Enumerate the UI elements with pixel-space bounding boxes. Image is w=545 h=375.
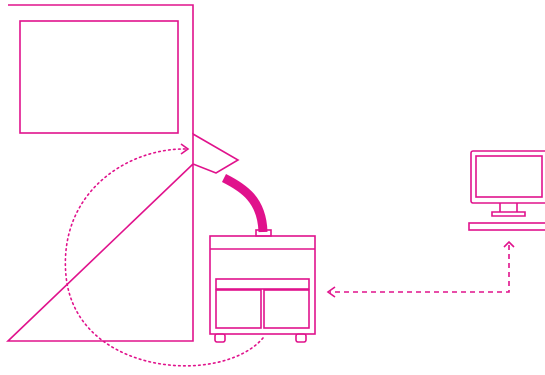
unit-wheel-right [295,333,307,343]
unit-to-cabinet-arrow [64,143,264,367]
unit-top-drawer [215,278,310,290]
cabinet-body [6,4,194,342]
cabinet [6,4,194,342]
computer-monitor [470,150,545,204]
cabinet-inlet-spout [192,132,240,174]
computer-keyboard [468,222,545,231]
vacuum-hose [221,173,268,233]
unit-wheel-left [214,333,226,343]
computer-stand [491,203,526,217]
collection-unit [209,229,316,343]
arrowhead-up [503,240,515,248]
computer [468,150,545,231]
unit-body [209,235,316,335]
unit-right-bin [263,289,310,329]
arrowhead-left [326,286,336,298]
computer-to-unit-arrow [326,240,515,298]
dotted-arc [64,148,264,367]
computer-screen [475,155,543,198]
arrowhead-right [180,143,190,155]
cabinet-window [19,20,179,134]
dashed-connector [330,245,510,293]
unit-left-bin [215,289,262,329]
